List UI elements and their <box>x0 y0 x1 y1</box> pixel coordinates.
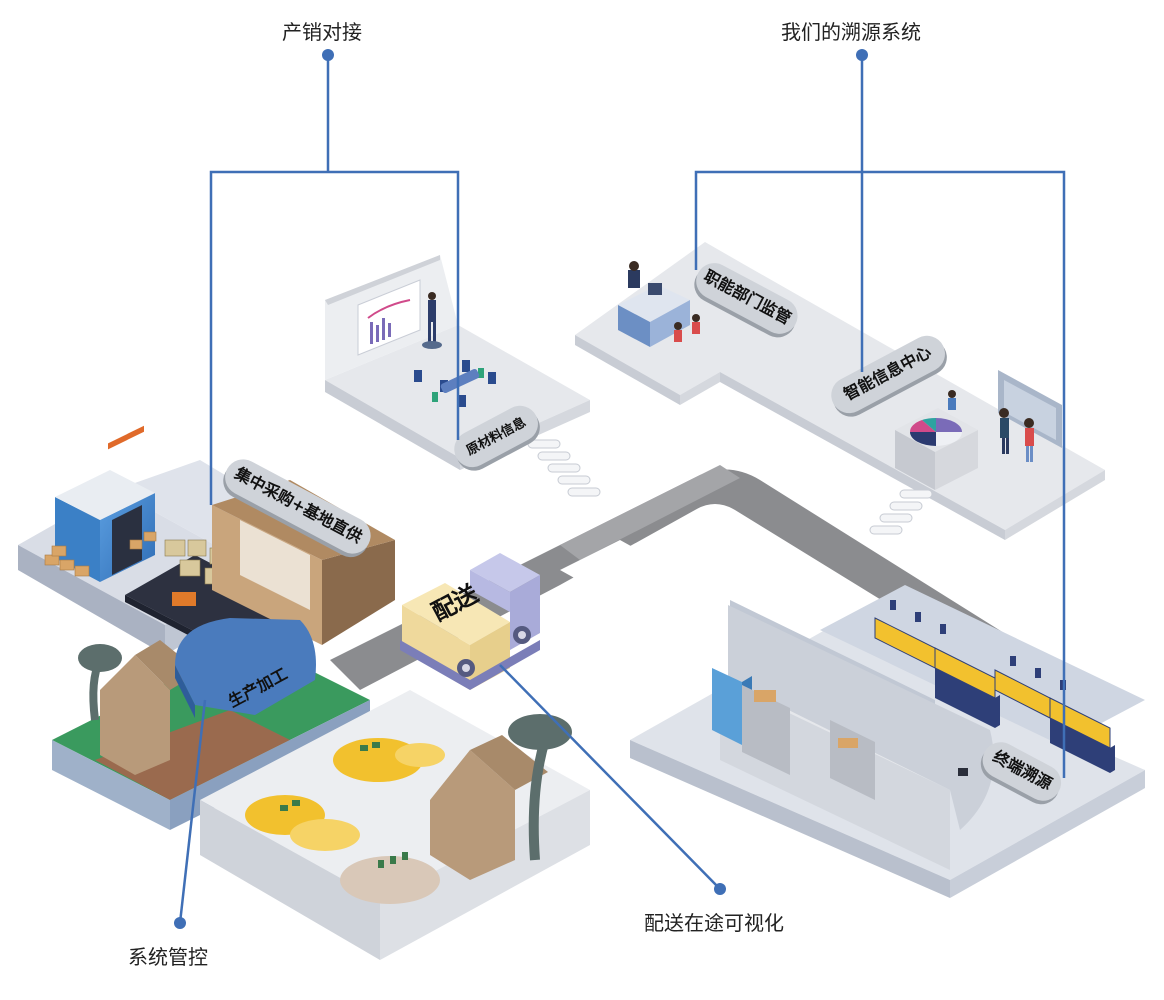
terminal-store <box>630 585 1145 898</box>
callout-system-control: 系统管控 <box>128 945 208 969</box>
callout-traceability-system: 我们的溯源系统 <box>781 20 921 44</box>
callout-delivery-visualization: 配送在途可视化 <box>644 911 784 935</box>
connector-dots <box>174 49 868 929</box>
delivery-truck <box>400 553 540 690</box>
processing-plant <box>200 690 590 960</box>
connector-lines <box>178 55 1066 924</box>
callout-supply-demand: 产销对接 <box>282 20 362 44</box>
